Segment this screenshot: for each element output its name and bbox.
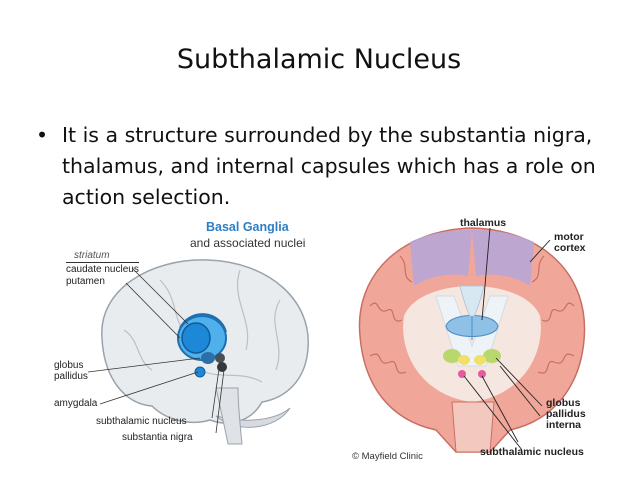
bullet-marker: • [36, 123, 49, 147]
label-subthalamic-nucleus: subthalamic nucleus [96, 416, 187, 427]
label-caudate-nucleus: caudate nucleus [66, 262, 139, 275]
figure-left-title: Basal Ganglia [206, 220, 289, 234]
bullet-text: It is a structure surrounded by the subs… [62, 123, 596, 209]
basal-ganglia-illustration [87, 259, 309, 445]
copyright-text: © Mayfield Clinic [352, 451, 423, 462]
label-gpi-interna: interna [546, 419, 582, 431]
coronal-section-figure: thalamus motor cortex globus pallidus in… [340, 216, 610, 466]
label-putamen: putamen [66, 276, 105, 287]
label-subthalamic-nucleus-right: subthalamic nucleus [480, 446, 584, 458]
label-gpi-globus: globus [546, 397, 581, 409]
label-substantia-nigra: substantia nigra [122, 432, 193, 443]
label-globus: globus [54, 360, 84, 371]
figure-left-subtitle: and associated nuclei [190, 236, 306, 250]
label-striatum: striatum [74, 250, 110, 261]
label-pallidus: pallidus [54, 371, 88, 382]
label-amygdala: amygdala [54, 398, 98, 409]
label-gpi-pallidus: pallidus [546, 408, 586, 420]
label-motor: motor [554, 231, 584, 243]
bullet-point: • It is a structure surrounded by the su… [36, 120, 606, 213]
basal-ganglia-figure: Basal Ganglia and associated nuclei stri… [40, 220, 330, 452]
slide-title: Subthalamic Nucleus [176, 44, 462, 75]
label-cortex: cortex [554, 242, 586, 254]
label-thalamus: thalamus [460, 217, 507, 229]
coronal-brain-illustration [358, 227, 586, 453]
